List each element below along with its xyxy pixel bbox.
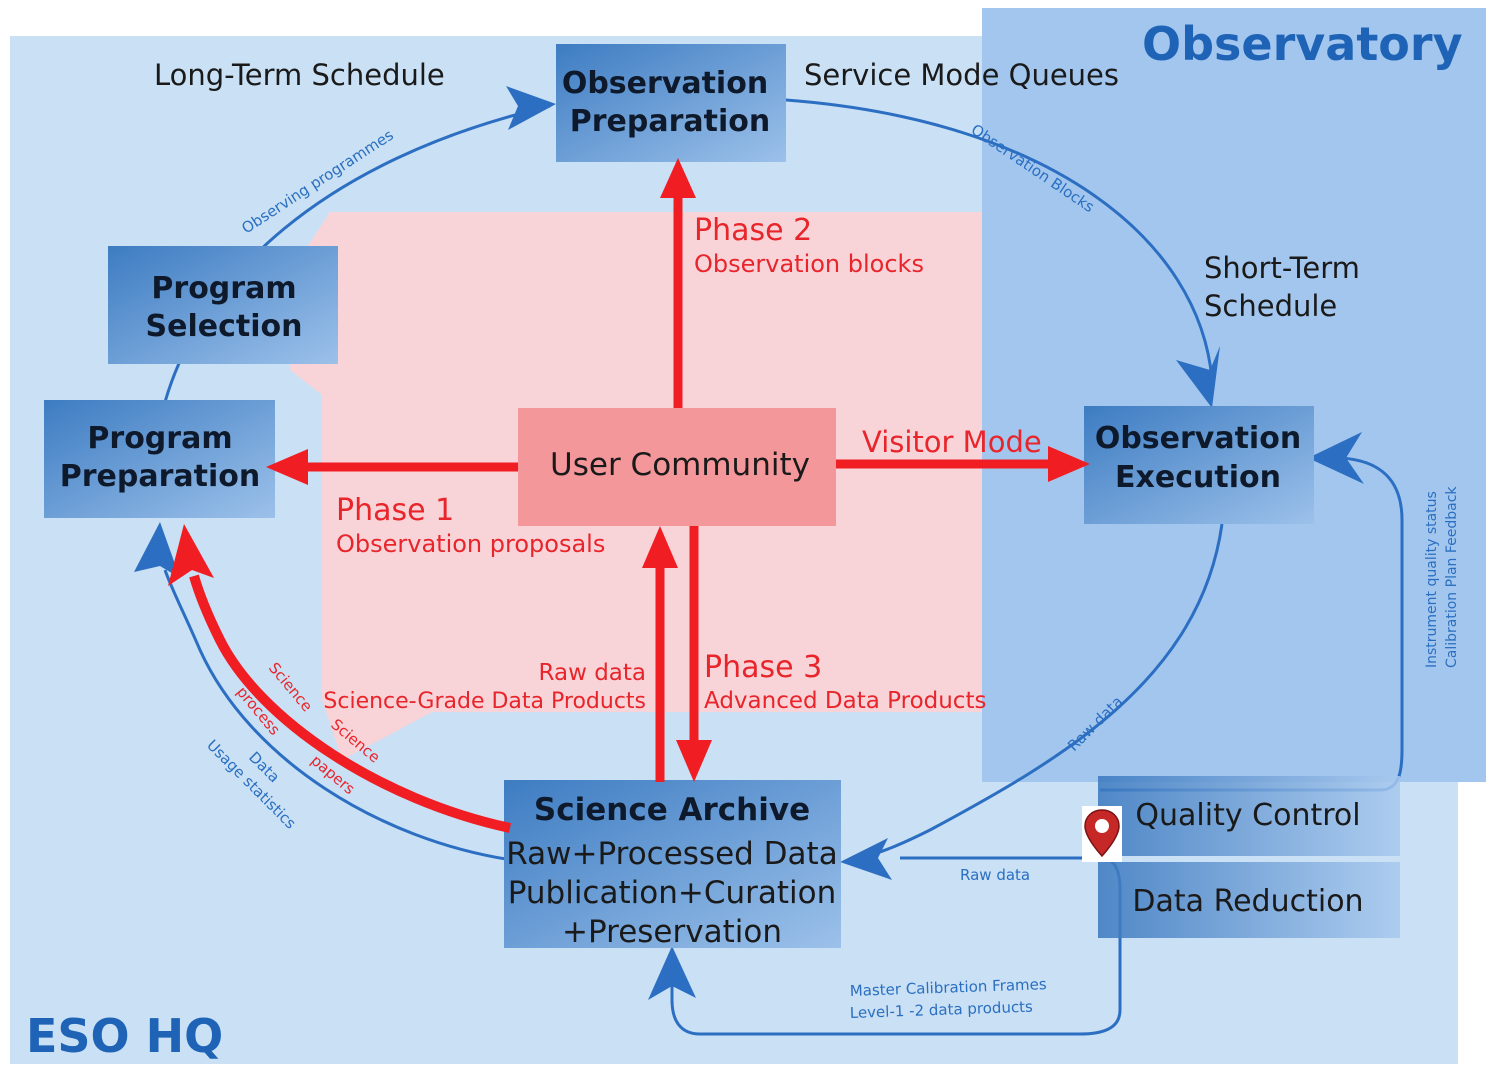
phase2-title: Phase 2 — [694, 213, 812, 248]
observatory-region — [982, 8, 1486, 782]
program-preparation-label-2: Preparation — [60, 459, 260, 494]
raw-data-red-label: Raw data — [539, 660, 647, 686]
short-term-schedule-label-1: Short-Term — [1204, 251, 1360, 285]
long-term-schedule-label: Long-Term Schedule — [154, 58, 445, 92]
phase1-title: Phase 1 — [336, 493, 454, 528]
service-mode-queues-label: Service Mode Queues — [804, 58, 1119, 92]
arrow-raw-data-right — [859, 523, 1224, 860]
science-archive-title: Science Archive — [534, 792, 810, 828]
observation-preparation-label-2: Preparation — [570, 104, 770, 139]
observation-execution-label-2: Execution — [1115, 460, 1281, 495]
science-archive-line-3: Publication+Curation — [508, 875, 837, 911]
arrow-master-calibration — [670, 890, 1122, 1036]
calibration-plan-label: Calibration Plan Feedback — [1444, 486, 1460, 668]
arrowhead-archive-right — [840, 838, 892, 880]
arrow-observation-blocks — [785, 98, 1214, 381]
arrowhead-obs-exec — [1176, 346, 1220, 408]
visitor-mode-label: Visitor Mode — [862, 425, 1042, 459]
science-grade-label: Science-Grade Data Products — [323, 689, 646, 714]
phase1-subtitle: Observation proposals — [336, 530, 605, 558]
arrowhead-archive-bottom — [648, 946, 696, 1000]
arrowhead-prog-prep-blue — [134, 522, 180, 578]
observation-preparation-label-1: Observation — [562, 66, 768, 101]
science-archive-line-4: +Preservation — [562, 914, 782, 950]
red-arrow-science-papers — [189, 574, 512, 833]
program-selection-label-2: Selection — [146, 309, 303, 344]
eso-hq-title: ESO HQ — [26, 1009, 223, 1063]
red-arrowhead-raw-data — [642, 526, 678, 568]
red-arrowhead-phase2 — [660, 158, 696, 198]
arrowhead-qc-feedback — [1308, 432, 1364, 484]
red-arrowhead-phase3 — [676, 740, 712, 782]
red-arrowhead-phase1 — [266, 449, 308, 485]
red-arrowhead-science-papers — [168, 524, 214, 586]
quality-control-box — [1098, 776, 1400, 856]
data-reduction-label: Data Reduction — [1132, 884, 1363, 919]
observation-execution-label-1: Observation — [1095, 421, 1301, 456]
short-term-schedule-label-2: Schedule — [1204, 289, 1337, 323]
red-arrowhead-visitor-mode — [1048, 446, 1090, 482]
user-community-label: User Community — [550, 447, 810, 483]
phase3-title: Phase 3 — [704, 650, 822, 685]
raw-data-bottom-label: Raw data — [960, 866, 1030, 884]
phase2-subtitle: Observation blocks — [694, 250, 924, 278]
science-archive-box — [504, 780, 841, 948]
data-reduction-box — [1098, 862, 1400, 938]
arrow-usage-statistics — [163, 569, 513, 862]
program-selection-box — [108, 246, 338, 364]
map-pin-icon[interactable] — [1082, 806, 1122, 862]
program-selection-label-1: Program — [151, 271, 296, 306]
observation-execution-box — [1084, 406, 1314, 524]
user-community-box — [518, 408, 836, 526]
arrowhead-obs-prep — [506, 86, 556, 130]
program-preparation-box — [44, 400, 275, 518]
phase3-subtitle: Advanced Data Products — [704, 688, 986, 714]
observation-preparation-box — [556, 44, 786, 162]
instrument-quality-label: Instrument quality status — [1424, 491, 1440, 668]
observatory-title: Observatory — [1142, 17, 1463, 71]
quality-control-label: Quality Control — [1135, 798, 1360, 833]
program-preparation-label-1: Program — [87, 421, 232, 456]
science-archive-line-2: Raw+Processed Data — [506, 836, 837, 872]
